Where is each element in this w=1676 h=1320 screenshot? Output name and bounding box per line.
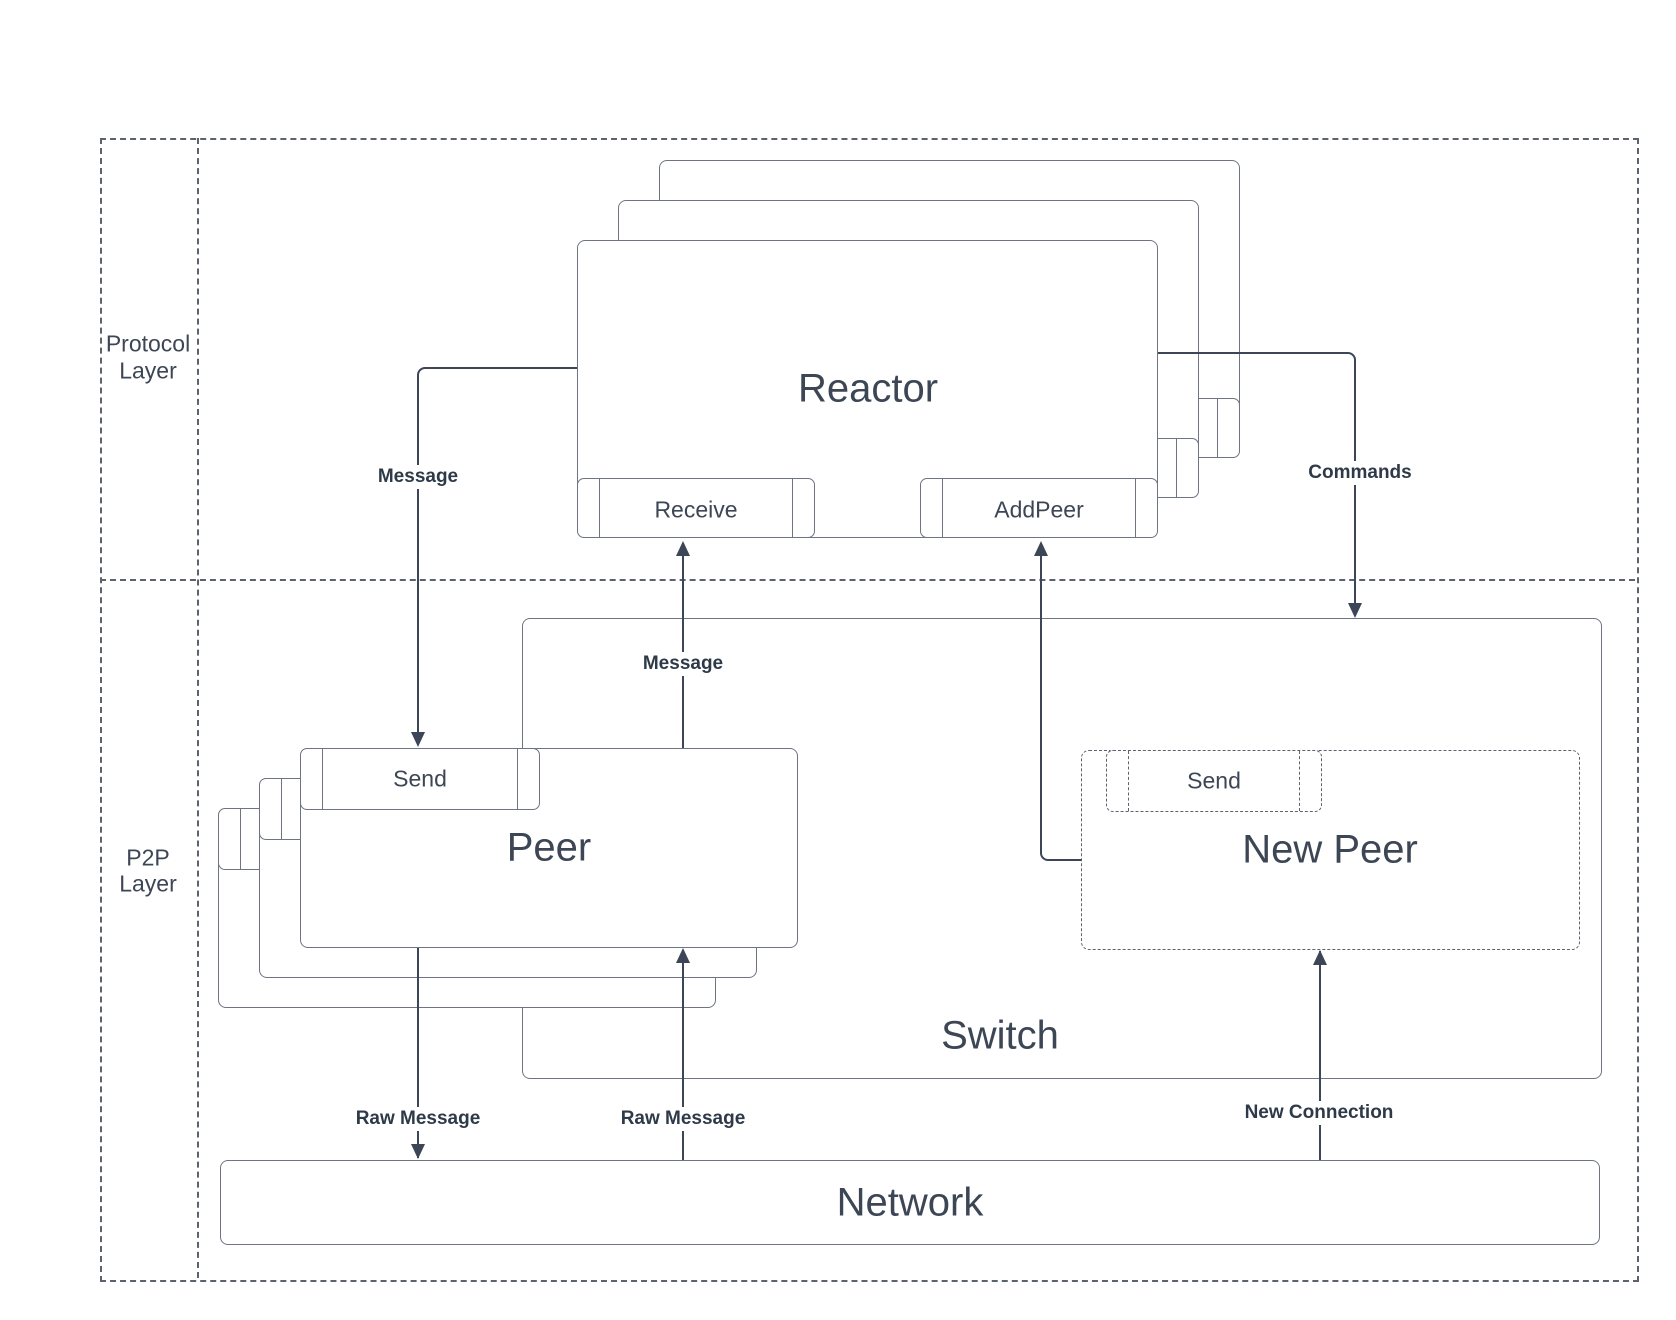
switch-label: Switch bbox=[941, 1013, 1059, 1058]
peer-send-box bbox=[300, 748, 540, 810]
reactor-receive-box bbox=[577, 478, 815, 538]
protocol-p2p-layer-divider bbox=[100, 579, 1635, 581]
peer-send-label-back: Send bbox=[311, 825, 365, 852]
protocol-layer-label-line2: Layer bbox=[119, 357, 177, 384]
reactor-label: Reactor bbox=[797, 366, 939, 411]
reactor-label-back: Reactor bbox=[879, 286, 1021, 331]
reactor-addpeer-label-middle: AddPeer bbox=[1035, 456, 1125, 483]
commands-label: Commands bbox=[1303, 461, 1417, 485]
reactor-box-middle bbox=[618, 200, 1199, 498]
peer-send-box-back bbox=[218, 808, 458, 870]
addpeer-arrowhead bbox=[1034, 541, 1048, 556]
peer-box bbox=[300, 748, 798, 948]
new-peer-send-label: Send bbox=[1187, 767, 1241, 794]
reactor-box-back bbox=[659, 160, 1240, 458]
message-up-connector bbox=[682, 543, 684, 748]
raw-message-out-connector bbox=[417, 948, 419, 1158]
message-down-label: Message bbox=[372, 465, 464, 489]
commands-connector bbox=[1158, 352, 1356, 608]
peer-label-back: Peer bbox=[424, 885, 510, 930]
raw-message-in-connector bbox=[682, 950, 684, 1160]
peer-box-middle bbox=[259, 778, 757, 978]
raw-message-out-label: Raw Message bbox=[350, 1107, 486, 1131]
raw-message-in-arrowhead bbox=[676, 948, 690, 963]
new-connection-label: New Connection bbox=[1239, 1101, 1399, 1125]
network-box bbox=[220, 1160, 1600, 1245]
diagram-outer-border bbox=[100, 138, 1639, 1282]
p2p-layer-label-line2: Layer bbox=[119, 870, 177, 897]
peer-label-middle: Peer bbox=[465, 855, 551, 900]
reactor-addpeer-box-middle bbox=[961, 438, 1199, 498]
switch-box bbox=[522, 618, 1602, 1079]
reactor-label-middle: Reactor bbox=[838, 326, 980, 371]
message-down-connector bbox=[417, 367, 577, 737]
new-peer-send-box bbox=[1106, 750, 1322, 812]
p2p-layer-label-line1: P2P bbox=[126, 844, 170, 871]
new-peer-label: New Peer bbox=[1242, 827, 1418, 872]
message-up-label: Message bbox=[637, 652, 729, 676]
peer-send-label-middle: Send bbox=[352, 795, 406, 822]
raw-message-out-arrowhead bbox=[411, 1144, 425, 1159]
reactor-addpeer-label-back: AddPeer bbox=[1076, 416, 1166, 443]
commands-arrowhead bbox=[1348, 603, 1362, 618]
network-label: Network bbox=[836, 1180, 984, 1225]
protocol-layer-label-line1: Protocol bbox=[105, 330, 191, 357]
reactor-receive-box-back bbox=[659, 398, 897, 458]
message-up-arrowhead bbox=[676, 541, 690, 556]
reactor-addpeer-box bbox=[920, 478, 1158, 538]
raw-message-in-label: Raw Message bbox=[615, 1107, 751, 1131]
reactor-receive-label: Receive bbox=[654, 496, 738, 523]
reactor-receive-label-middle: Receive bbox=[695, 456, 779, 483]
message-down-arrowhead bbox=[411, 732, 425, 747]
reactor-box bbox=[577, 240, 1158, 538]
reactor-addpeer-box-back bbox=[1002, 398, 1240, 458]
peer-box-back bbox=[218, 808, 716, 1008]
layer-label-column-divider bbox=[197, 138, 199, 1278]
new-connection-arrowhead bbox=[1313, 950, 1327, 965]
reactor-receive-label-back: Receive bbox=[736, 416, 820, 443]
new-connection-connector bbox=[1319, 951, 1321, 1160]
reactor-receive-box-middle bbox=[618, 438, 856, 498]
peer-send-box-middle bbox=[259, 778, 499, 840]
peer-send-label: Send bbox=[393, 765, 447, 792]
reactor-addpeer-label: AddPeer bbox=[994, 496, 1084, 523]
peer-label: Peer bbox=[506, 825, 592, 870]
new-peer-box bbox=[1081, 750, 1580, 950]
addpeer-connector bbox=[1040, 543, 1081, 861]
